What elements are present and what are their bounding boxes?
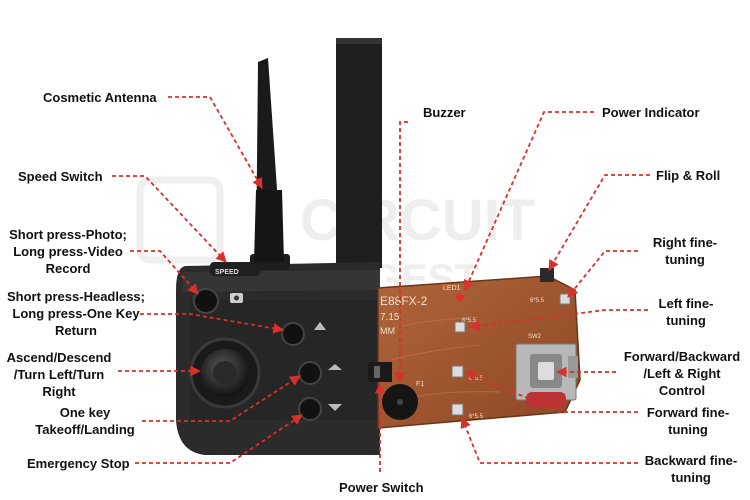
- label-right-fine-tuning-line1: Right fine-: [652, 235, 718, 250]
- label-ascend-descend-line1: Ascend/Descend: [6, 350, 112, 365]
- drone-icon: [314, 322, 326, 330]
- pcb-model: E88FX-2: [380, 294, 428, 308]
- arrow-left-fine-tuning: [468, 309, 648, 332]
- label-speed-switch: Speed Switch: [18, 169, 103, 184]
- sw2-label: SW2: [528, 334, 542, 340]
- takeoff-icon: [328, 364, 342, 370]
- label-left-fine-tuning-line1: Left fine-: [658, 296, 714, 311]
- label-ascend-descend: Ascend/Descend /Turn Left/Turn Right: [0, 349, 118, 400]
- label-emergency-stop: Emergency Stop: [27, 456, 130, 471]
- pcb-date: 7.15: [380, 312, 400, 323]
- label-ascend-descend-line2: /Turn Left/Turn: [13, 367, 105, 382]
- label-forward-fine-tuning: Forward fine- tuning: [638, 404, 738, 438]
- pcb-suffix: MM: [380, 326, 395, 336]
- landing-icon: [328, 404, 342, 411]
- rear-antenna-block: [336, 38, 382, 268]
- label-power-indicator: Power Indicator: [602, 105, 700, 120]
- label-photo-video-line1: Short press-Photo;: [9, 227, 127, 242]
- emergency-stop-button[interactable]: [298, 397, 322, 421]
- takeoff-landing-button[interactable]: [298, 361, 322, 385]
- label-right-fine-tuning: Right fine- tuning: [642, 234, 728, 268]
- label-backward-fine-tuning-line1: Backward fine-: [644, 453, 738, 468]
- label-photo-video-line2: Long press-Video: [13, 244, 123, 259]
- arrow-right-fine-tuning: [567, 250, 638, 298]
- label-backward-fine-tuning-line2: tuning: [671, 470, 711, 485]
- label-photo-video-line3: Record: [45, 261, 91, 276]
- arrow-buzzer: [394, 121, 408, 384]
- label-takeoff-landing: One key Takeoff/Landing: [27, 404, 143, 438]
- label-backward-fine-tuning: Backward fine- tuning: [636, 452, 746, 486]
- label-cosmetic-antenna: Cosmetic Antenna: [43, 90, 157, 105]
- label-takeoff-landing-line1: One key: [59, 405, 111, 420]
- label-forward-backward-control: Forward/Backward /Left & Right Control: [618, 348, 746, 399]
- led-label: LED1: [443, 285, 461, 292]
- label-forward-backward-control-line1: Forward/Backward: [623, 349, 741, 364]
- arrow-forward-fine-tuning: [465, 370, 638, 413]
- left-fine-tune-switch[interactable]: [454, 321, 466, 333]
- arrow-backward-fine-tuning: [460, 416, 638, 464]
- arrow-flip-roll: [548, 174, 650, 271]
- callout-arrows: [112, 96, 650, 472]
- label-forward-fine-tuning-line1: Forward fine-: [646, 405, 730, 420]
- label-forward-backward-control-line3: Control: [658, 383, 706, 398]
- power-indicator-led: [456, 293, 464, 301]
- right-fine-tune-switch[interactable]: [559, 293, 571, 305]
- label-headless-return: Short press-Headless; Long press-One Key…: [0, 288, 152, 339]
- photo-video-button[interactable]: [193, 288, 219, 314]
- arrow-power-indicator: [464, 111, 594, 291]
- right-joystick-module[interactable]: [515, 343, 578, 408]
- label-right-fine-tuning-line2: tuning: [665, 252, 705, 267]
- headless-return-button[interactable]: [281, 322, 305, 346]
- arrow-emergency-stop: [135, 414, 303, 464]
- label-headless-return-line1: Short press-Headless;: [7, 289, 145, 304]
- label-headless-return-line2: Long press-One Key: [12, 306, 140, 321]
- label-power-switch: Power Switch: [339, 480, 424, 495]
- btn-size-label-3: 6*5.5: [469, 414, 484, 420]
- arrow-photo-video: [130, 250, 199, 295]
- label-takeoff-landing-line2: Takeoff/Landing: [35, 422, 135, 437]
- watermark-line1: CIRCUIT: [300, 188, 535, 253]
- arrow-headless-return: [140, 313, 285, 334]
- arrow-takeoff-landing: [142, 375, 301, 422]
- label-ascend-descend-line3: Right: [42, 384, 76, 399]
- label-photo-video: Short press-Photo; Long press-Video Reco…: [0, 226, 136, 277]
- forward-fine-tune-switch[interactable]: [451, 365, 464, 378]
- btn-size-label-4: 6*5.5: [530, 298, 545, 304]
- arrow-cosmetic-antenna: [168, 96, 263, 189]
- label-left-fine-tuning-line2: tuning: [666, 313, 706, 328]
- label-forward-fine-tuning-line2: tuning: [668, 422, 708, 437]
- flip-roll-switch[interactable]: [540, 268, 554, 282]
- backward-fine-tune-switch[interactable]: [451, 403, 464, 416]
- label-left-fine-tuning: Left fine- tuning: [646, 295, 726, 329]
- speed-label: SPEED: [215, 269, 239, 276]
- label-flip-roll: Flip & Roll: [656, 168, 721, 183]
- label-forward-backward-control-line2: /Left & Right: [643, 366, 721, 381]
- arrow-speed-switch: [112, 175, 227, 263]
- label-buzzer: Buzzer: [423, 105, 466, 120]
- label-headless-return-line3: Return: [55, 323, 97, 338]
- f1-label: F1: [416, 381, 424, 388]
